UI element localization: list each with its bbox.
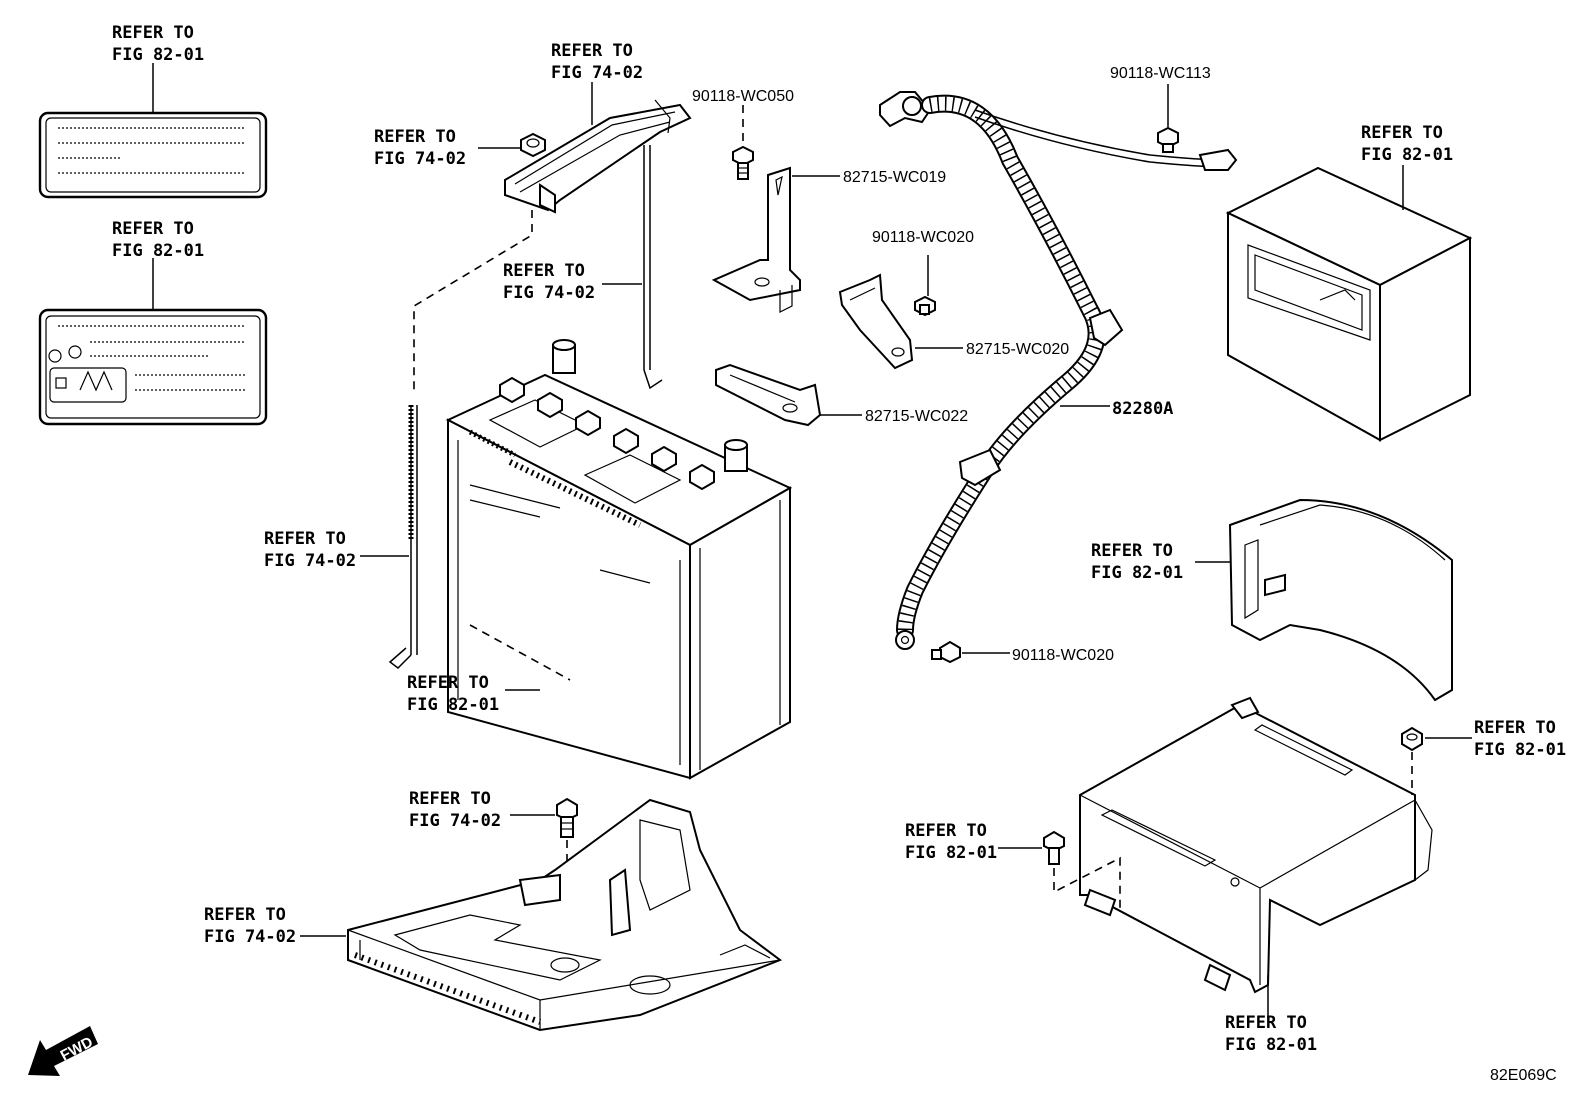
part-90118-wc020-bottom: 90118-WC020 <box>1012 647 1114 664</box>
refer-rod-mid-line2: FIG 74-02 <box>503 283 595 303</box>
part-82280a: 82280A <box>1112 399 1173 419</box>
refer-base-line1: REFER TO <box>1225 1013 1307 1033</box>
tray-bolt <box>556 797 578 838</box>
refer-rod-mid-line1: REFER TO <box>503 261 585 281</box>
refer-rod-left-line2: FIG 74-02 <box>264 551 356 571</box>
battery-cover <box>1228 498 1453 702</box>
bracket-wc020 <box>838 273 914 370</box>
part-90118-wc020-top: 90118-WC020 <box>872 229 974 246</box>
base-bolt <box>1043 830 1065 865</box>
part-82715-wc019: 82715-WC019 <box>843 169 946 186</box>
part-90118-wc050: 90118-WC050 <box>692 88 794 105</box>
refer-battery-line2: FIG 82-01 <box>407 695 499 715</box>
refer-nut-line2: FIG 74-02 <box>374 149 466 169</box>
refer-base-bolt-line1: REFER TO <box>905 821 987 841</box>
refer-base-line2: FIG 82-01 <box>1225 1035 1317 1055</box>
bracket-wc022 <box>715 363 822 427</box>
refer-base-bolt-line2: FIG 82-01 <box>905 843 997 863</box>
hold-down-rod-right <box>643 145 663 390</box>
part-82715-wc020: 82715-WC020 <box>966 341 1069 358</box>
battery-tray <box>347 798 783 1032</box>
battery-terminal-positive <box>552 339 576 374</box>
refer-rod-left-line1: REFER TO <box>264 529 346 549</box>
dashed-link-base-bolt <box>1053 856 1121 910</box>
bolt-wc113 <box>1157 126 1179 153</box>
refer-label1-line1: REFER TO <box>112 23 194 43</box>
warning-label-sheet <box>38 308 268 426</box>
refer-clamp-line1: REFER TO <box>551 41 633 61</box>
refer-nut-line1: REFER TO <box>374 127 456 147</box>
battery-terminal-negative <box>724 439 748 472</box>
figure-code: 82E069C <box>1490 1067 1557 1084</box>
refer-tray-bolt-line1: REFER TO <box>409 789 491 809</box>
bolt-wc050 <box>732 145 754 180</box>
battery-clamp <box>504 99 692 214</box>
refer-tray-bolt-line2: FIG 74-02 <box>409 811 501 831</box>
refer-label1-line2: FIG 82-01 <box>112 45 204 65</box>
refer-clamp-line2: FIG 74-02 <box>551 63 643 83</box>
bolt-wc020-bottom <box>931 640 961 664</box>
refer-base-nut-line2: FIG 82-01 <box>1474 740 1566 760</box>
battery-cap-row <box>499 376 715 491</box>
refer-label2-line1: REFER TO <box>112 219 194 239</box>
bolt-wc020-top <box>914 295 936 317</box>
bracket-wc019 <box>711 166 801 313</box>
refer-label2-line2: FIG 82-01 <box>112 241 204 261</box>
part-90118-wc113: 90118-WC113 <box>1110 65 1211 82</box>
refer-tray-line2: FIG 74-02 <box>204 927 296 947</box>
refer-box-line2: FIG 82-01 <box>1361 145 1453 165</box>
refer-cover-line2: FIG 82-01 <box>1091 563 1183 583</box>
battery-box <box>1225 166 1473 442</box>
refer-tray-line1: REFER TO <box>204 905 286 925</box>
battery-base-bracket <box>1079 696 1433 994</box>
fwd-arrow-icon: FWD <box>28 1026 98 1076</box>
base-nut <box>1401 726 1423 752</box>
battery <box>445 339 793 780</box>
refer-cover-line1: REFER TO <box>1091 541 1173 561</box>
refer-base-nut-line1: REFER TO <box>1474 718 1556 738</box>
clamp-nut <box>520 132 546 158</box>
refer-box-line1: REFER TO <box>1361 123 1443 143</box>
caution-label-sheet-top <box>38 111 268 199</box>
hold-down-rod-left <box>388 405 418 669</box>
refer-battery-line1: REFER TO <box>407 673 489 693</box>
battery-cable <box>879 91 1238 650</box>
part-82715-wc022: 82715-WC022 <box>865 408 968 425</box>
